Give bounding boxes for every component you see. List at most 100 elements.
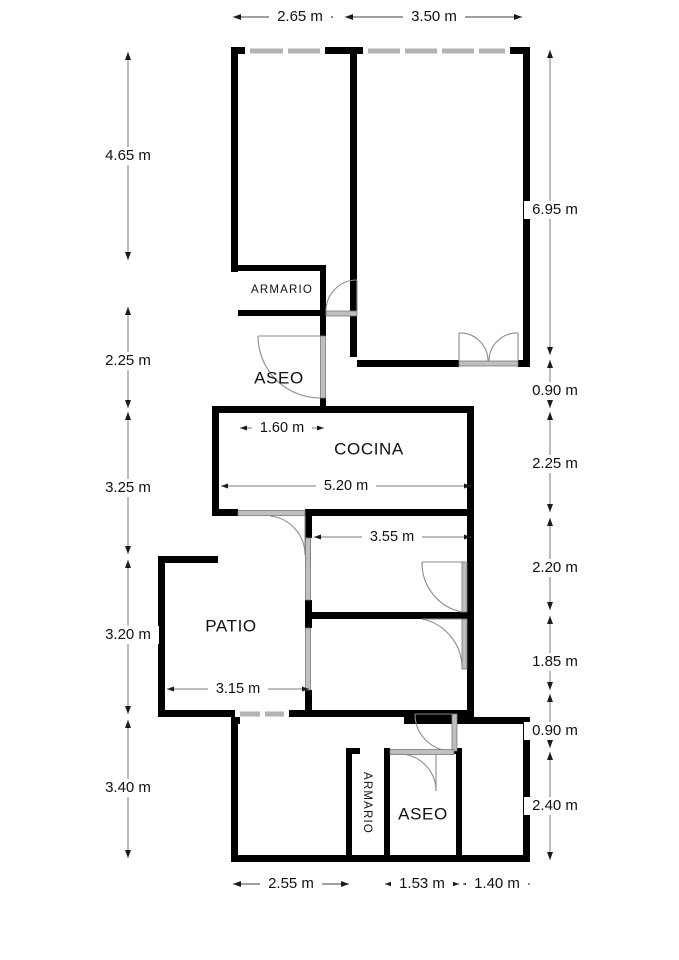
dim-arrow xyxy=(314,534,321,540)
wall-cocina-right xyxy=(467,406,474,516)
dim-arrow xyxy=(547,602,553,610)
door-bedroom-lower-leaf xyxy=(461,618,468,670)
dim-right-6-bg xyxy=(524,722,586,740)
wall-cocina-top xyxy=(212,406,474,413)
dim-arrow xyxy=(302,686,309,692)
dim-top-1-label: 2.65 m xyxy=(277,8,323,25)
dim-top-2-bg xyxy=(403,8,465,26)
wall-bottom-block-top-a xyxy=(231,717,240,724)
door-patio-bedroom-lower-leaf xyxy=(305,627,311,691)
dimension-bottom-group: 2.55 m 1.53 m 1.40 m xyxy=(233,875,530,893)
dim-arrow xyxy=(221,483,228,489)
dim-arrow xyxy=(167,686,174,692)
dim-int-1-bg xyxy=(252,420,312,437)
dim-arrow xyxy=(125,400,131,408)
dim-right-5-label: 1.85 m xyxy=(532,653,578,670)
window-top-right xyxy=(363,48,510,54)
dim-arrow xyxy=(547,518,553,526)
dim-int-4-label: 3.15 m xyxy=(216,681,260,697)
dim-arrow xyxy=(317,425,324,431)
dim-top-1-bg xyxy=(269,8,331,26)
wall-cocina-bottom-a xyxy=(212,509,238,516)
window-tick xyxy=(400,48,405,54)
dim-left-1-bg xyxy=(97,147,159,165)
dim-arrow xyxy=(547,50,553,58)
wall-bedroom-right-exterior xyxy=(467,516,474,717)
dim-left-2-bg xyxy=(97,352,159,370)
dim-bottom-3-bg xyxy=(466,875,528,893)
dimension-interior-group: 1.60 m 5.20 m 3.55 m 3.15 m xyxy=(167,420,471,698)
dim-left-3-label: 3.25 m xyxy=(105,479,151,496)
dimension-top-group: 2.65 m 3.50 m xyxy=(233,8,522,26)
dim-arrow xyxy=(125,307,131,315)
dim-arrow xyxy=(514,14,522,20)
wall-bottom-armario-right xyxy=(384,748,390,856)
dim-arrow xyxy=(464,483,471,489)
wall-interior-top-divider xyxy=(350,47,357,357)
window-group xyxy=(235,48,510,717)
dim-arrow xyxy=(125,560,131,568)
room-label-patio: PATIO xyxy=(205,616,257,635)
dim-arrow xyxy=(341,881,349,887)
dimension-left-group: 4.65 m 2.25 m 3.25 m 3.20 m 3.40 m xyxy=(97,52,159,858)
wall-patio-bottom-b xyxy=(289,710,305,717)
dim-left-1-label: 4.65 m xyxy=(105,147,151,164)
dim-bottom-3-label: 1.40 m xyxy=(474,875,520,892)
dim-bottom-1-bg xyxy=(260,875,322,893)
window-tick xyxy=(437,48,442,54)
room-label-aseo-bottom: ASEO xyxy=(398,804,448,823)
dim-right-6-label: 0.90 m xyxy=(532,722,578,739)
door-armario-top-leaf xyxy=(325,310,358,317)
window-tick xyxy=(505,48,510,54)
dim-left-3-bg xyxy=(97,479,159,497)
dim-right-1-bg xyxy=(524,201,586,219)
dim-arrow xyxy=(125,52,131,60)
wall-bedroom-divider xyxy=(312,612,467,619)
wall-cocina-bottom-b xyxy=(305,509,474,516)
wall-exterior-top-left-a xyxy=(231,47,245,54)
dim-arrow xyxy=(125,412,131,420)
dim-arrow xyxy=(547,504,553,512)
dim-arrow xyxy=(233,881,241,887)
wall-bottom-block-top-c xyxy=(467,717,530,724)
dim-int-1-label: 1.60 m xyxy=(260,420,304,436)
dim-int-3-bg xyxy=(362,529,422,546)
dimension-right-group: 6.95 m 0.90 m 2.25 m 2.20 m 1.85 m 0.90 … xyxy=(524,50,586,860)
dim-arrow xyxy=(547,347,553,355)
door-double-right-swing-right xyxy=(488,332,519,362)
dim-arrow xyxy=(547,852,553,860)
window-tick xyxy=(363,48,368,54)
dim-arrow xyxy=(547,682,553,690)
dim-arrow xyxy=(125,252,131,260)
door-armario-top-swing xyxy=(325,279,358,312)
dim-int-4-bg xyxy=(208,681,268,698)
wall-patio-right-mid xyxy=(305,600,312,628)
door-patio-bedroom-upper-leaf xyxy=(305,537,311,601)
wall-upper-right-room-bottom-a xyxy=(357,360,459,367)
dim-arrow xyxy=(547,740,553,748)
wall-bottom-block-top-b xyxy=(404,717,474,724)
dim-bottom-2-label: 1.53 m xyxy=(399,875,445,892)
dim-left-4-label: 3.20 m xyxy=(105,626,151,643)
wall-exterior-top-left-vertical xyxy=(231,47,238,272)
dim-arrow xyxy=(233,14,241,20)
dim-right-3-label: 2.25 m xyxy=(532,455,578,472)
dim-top-2-label: 3.50 m xyxy=(411,8,457,25)
wall-patio-right-upper xyxy=(305,516,312,538)
dim-arrow xyxy=(125,546,131,554)
wall-bottom-block-right xyxy=(523,717,530,862)
door-bedroom-lower-swing xyxy=(421,618,463,670)
room-label-aseo-top: ASEO xyxy=(254,368,304,387)
dim-right-4-label: 2.20 m xyxy=(532,559,578,576)
dim-arrow xyxy=(125,706,131,714)
dim-left-5-label: 3.40 m xyxy=(105,779,151,796)
dim-arrow xyxy=(547,400,553,408)
room-label-armario-bottom: ARMARIO xyxy=(361,772,373,834)
dim-left-2-label: 2.25 m xyxy=(105,352,151,369)
wall-patio-right-lower xyxy=(305,690,312,717)
window-tick xyxy=(284,711,289,717)
dim-right-4-bg xyxy=(524,559,586,577)
dim-arrow xyxy=(125,720,131,728)
wall-bottom-aseo-right xyxy=(456,748,462,856)
